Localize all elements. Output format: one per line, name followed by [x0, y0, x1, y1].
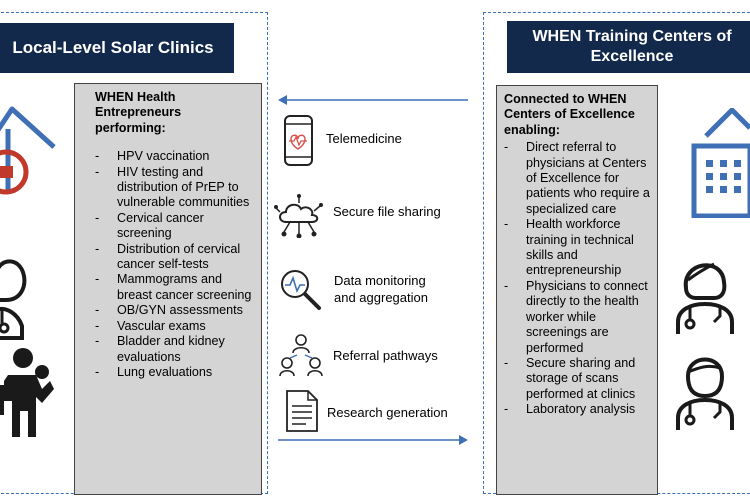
male-physician-icon	[674, 350, 744, 432]
mother-child-icon	[0, 345, 60, 440]
list-item: Bladder and kidney evaluations	[95, 334, 255, 365]
list-item: Health workforce training in technical s…	[504, 217, 653, 279]
right-services-list: Direct referral to physicians at Centers…	[504, 140, 653, 418]
list-item: Physicians to connect directly to the he…	[504, 279, 653, 356]
hospital-building-icon	[690, 108, 750, 218]
list-item: Mammograms and breast cancer screening	[95, 272, 255, 303]
left-panel-title: Local-Level Solar Clinics	[0, 23, 234, 73]
right-panel-title: WHEN Training Centers of Excellence	[507, 21, 750, 73]
list-item: Laboratory analysis	[504, 402, 653, 418]
cloud-network-icon	[274, 194, 324, 238]
arrow-right-icon	[278, 433, 470, 447]
data-monitoring-label: Data monitoring and aggregation	[334, 273, 428, 305]
right-box-heading: Connected to WHEN Centers of Excellence …	[504, 92, 635, 137]
list-item: HIV testing and distribution of PrEP to …	[95, 165, 255, 211]
referral-pathways-label: Referral pathways	[333, 348, 438, 363]
left-services-list: HPV vaccination HIV testing and distribu…	[95, 149, 255, 381]
list-item: Lung evaluations	[95, 365, 255, 381]
list-item: Vascular exams	[95, 319, 255, 335]
magnifier-pulse-icon	[279, 268, 323, 312]
left-box-heading: WHEN Health Entrepreneurs performing:	[95, 90, 182, 135]
referral-people-icon	[279, 333, 323, 377]
right-services-box: Connected to WHEN Centers of Excellence …	[496, 85, 658, 495]
list-item: Direct referral to physicians at Centers…	[504, 140, 653, 217]
list-item: Cervical cancer screening	[95, 211, 255, 242]
phone-heartbeat-icon	[283, 115, 315, 167]
arrow-left-icon	[278, 93, 470, 107]
clinic-house-icon	[0, 95, 72, 195]
list-item: HPV vaccination	[95, 149, 255, 165]
list-item: OB/GYN assessments	[95, 303, 255, 319]
list-item: Secure sharing and storage of scans perf…	[504, 356, 653, 402]
document-icon	[286, 390, 318, 432]
left-services-box: WHEN Health Entrepreneurs performing: HP…	[74, 83, 262, 495]
health-worker-icon	[0, 252, 36, 340]
research-generation-label: Research generation	[327, 405, 448, 420]
list-item: Distribution of cervical cancer self-tes…	[95, 242, 255, 273]
female-physician-icon	[674, 254, 744, 336]
secure-file-sharing-label: Secure file sharing	[333, 204, 441, 219]
telemedicine-label: Telemedicine	[326, 131, 402, 146]
